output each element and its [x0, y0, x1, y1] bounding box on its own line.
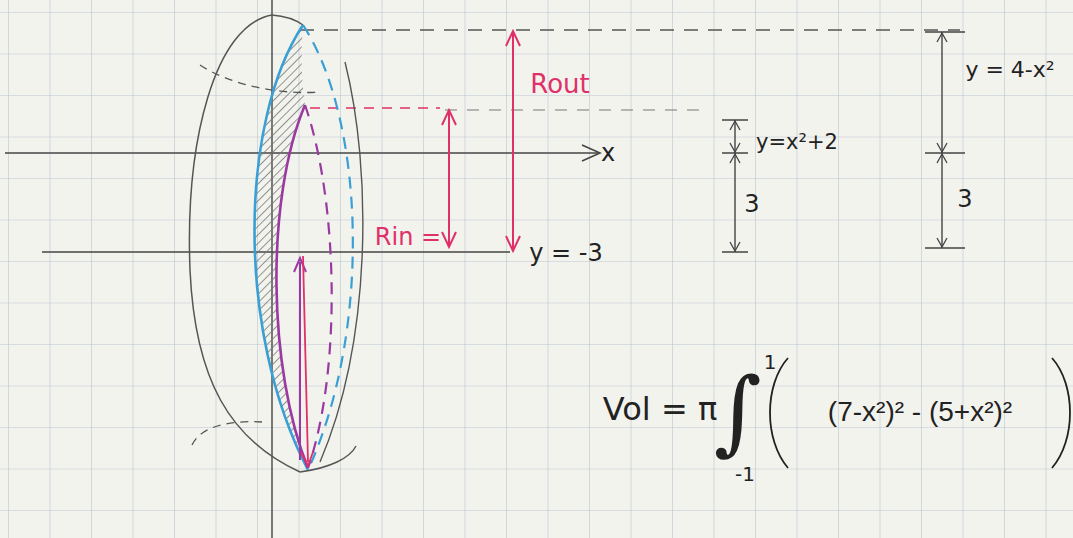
dimension-line: [722, 120, 748, 252]
outer-radius-curve-hidden: [303, 25, 353, 470]
guide-line: [300, 29, 960, 30]
solid-outline: [272, 15, 303, 25]
dimension-value: 3: [957, 187, 972, 212]
integral-sign: ∫: [714, 364, 762, 461]
curve-label: y=x²+2: [756, 131, 838, 153]
integral-limit: 1: [764, 352, 777, 373]
arrowhead: [506, 31, 520, 251]
inner-radius-curve-hidden: [305, 105, 332, 468]
integral-limit: -1: [735, 464, 755, 485]
dimension-value: 3: [744, 192, 759, 217]
r-in-arrow: [448, 111, 450, 246]
hidden-edge: [200, 65, 320, 93]
guide-line: [445, 109, 700, 110]
x-axis: [5, 152, 598, 154]
big-parenthesis: [1052, 358, 1070, 468]
radius-arrow: [299, 262, 301, 460]
axis-label: x: [601, 141, 615, 166]
outer-radius-curve: [255, 25, 309, 470]
arrowhead: [301, 452, 313, 466]
guide-line-pink: [310, 107, 440, 109]
curve-label: y = 4-x²: [965, 58, 1054, 81]
formula-text: Vol = π: [603, 393, 717, 427]
inner-radius-curve: [276, 105, 308, 468]
r-out-arrow: [512, 32, 514, 250]
big-parenthesis: [770, 358, 788, 468]
arrowhead: [937, 33, 947, 247]
arrowhead: [730, 121, 740, 251]
radius-label: Rout: [530, 71, 589, 98]
line-label: y = -3: [529, 241, 603, 266]
arrowhead: [442, 110, 456, 247]
dimension-line: [925, 32, 965, 248]
formula-text: (7-x²)² - (5+x²)²: [828, 397, 1012, 426]
radius-label: Rin =: [375, 225, 441, 250]
solid-outline: [189, 15, 300, 472]
radius-arrow: [303, 256, 308, 462]
axis-arrowhead: [582, 145, 600, 161]
hidden-edge: [192, 422, 262, 445]
